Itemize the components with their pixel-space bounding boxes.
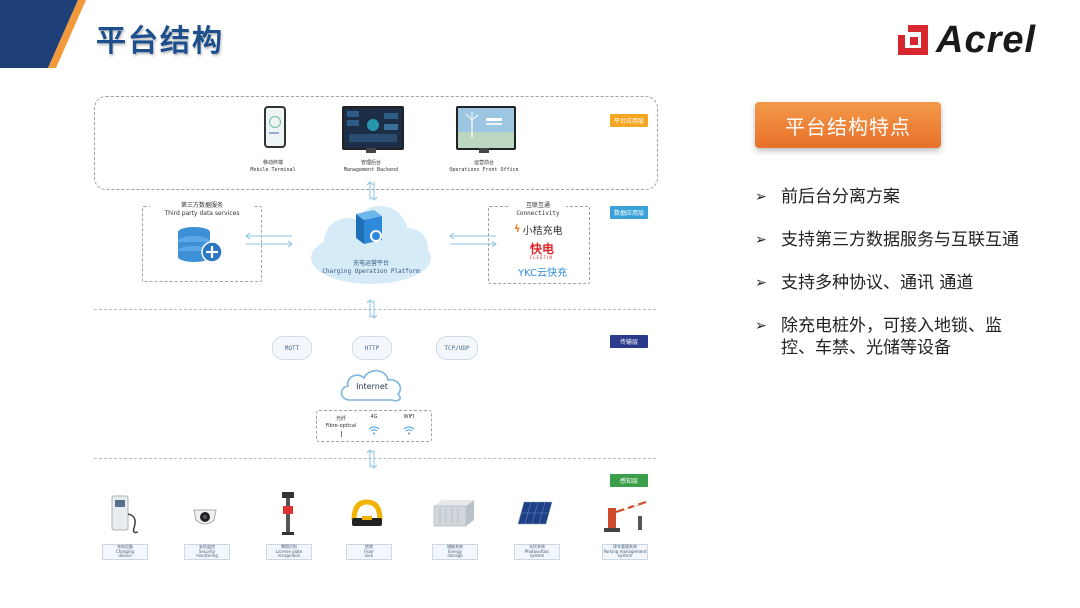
partner-fleetin: FLEETIN	[530, 255, 554, 260]
device-label-security: 安防监控 Security monitoring	[184, 544, 230, 560]
mobile-terminal-icon	[264, 106, 286, 148]
license-plate-camera-icon	[282, 492, 294, 535]
acrel-logo: Acrel	[896, 18, 1037, 61]
feature-item: ➢支持第三方数据服务与互联互通	[755, 230, 1019, 250]
charging-platform-label: 充电运营平台 Charging Operation Platform	[322, 260, 420, 275]
device-label-energy-storage: 储能系统 Energy storage	[432, 544, 478, 560]
layer-tag-perception: 感知层	[610, 474, 648, 487]
wifi-icon	[403, 426, 415, 435]
arrow-bullet-icon: ➢	[755, 275, 767, 291]
wifi-label: WIFI	[403, 414, 415, 420]
partner-kuaidian: 快电	[530, 242, 555, 256]
corner-decoration	[0, 0, 86, 68]
arrow-bullet-icon: ➢	[755, 232, 767, 248]
energy-storage-icon	[433, 500, 474, 527]
security-camera-icon	[193, 509, 217, 525]
mobile-terminal-label: 移动终端 Mobile Terminal	[250, 160, 296, 173]
internet-cloud	[340, 369, 402, 402]
feature-item: ➢除充电桩外，可接入地锁、监控、车禁、光储等设备	[755, 316, 1002, 358]
partner-xiaoju: ϟ 小桔充电	[514, 224, 563, 237]
wifi-icon	[368, 426, 380, 435]
lightning-icon: ϟ	[514, 224, 521, 235]
device-label-license-plate: 牌照识别 License plate recognition	[266, 544, 312, 560]
arrow-up-down-icon	[366, 449, 378, 469]
feature-item: ➢支持多种协议、通讯 通道	[755, 273, 974, 293]
layer-separator	[94, 309, 656, 310]
arrow-up-down-icon	[366, 299, 378, 319]
network-channels-box	[316, 410, 432, 442]
internet-label: Internet	[356, 382, 388, 391]
operations-front-office-icon	[456, 106, 516, 150]
device-label-floor-lock: 地锁 Floor lock	[346, 544, 392, 560]
arrow-up-down-icon	[366, 181, 378, 201]
layer-tag-transport: 传输层	[610, 335, 648, 348]
device-label-charging: 充电设备 Charging device	[102, 544, 148, 560]
connectivity-label: 互联互通 Connectivity	[510, 202, 566, 218]
solar-panel-icon	[517, 501, 553, 525]
management-backend-icon	[342, 106, 404, 150]
platform-application-layer	[94, 96, 658, 190]
layer-tag-data: 数据应用层	[610, 206, 648, 219]
operations-front-office-label: 运营前台 Operations Front Office	[449, 160, 519, 173]
charging-device-icon	[111, 495, 139, 534]
platform-architecture-diagram: 平台应用层 移动终端 Mobile Terminal 管理后台 Manageme…	[90, 92, 660, 572]
partner-ykc: YKC云快充	[518, 268, 568, 279]
database-icon	[178, 227, 223, 263]
page-title: 平台结构	[96, 24, 224, 59]
device-label-parking: 停车管理系统 Parking management system	[602, 544, 648, 560]
logo-text: Acrel	[936, 18, 1037, 61]
operations-front-office-stand	[479, 148, 489, 153]
device-label-photovoltaic: 光伏系统 Photovoltaic system	[514, 544, 560, 560]
management-backend-label: 管理后台 Management Backend	[343, 160, 399, 173]
layer-separator	[94, 458, 656, 459]
server-icon	[356, 210, 382, 244]
third-party-data-label: 第三方数据服务 Third party data services	[150, 202, 254, 218]
4g-label: 4G	[370, 414, 378, 420]
feature-item: ➢前后台分离方案	[755, 187, 900, 207]
floor-lock-icon	[351, 499, 383, 526]
features-title: 平台结构特点	[755, 102, 941, 148]
arrow-bullet-icon: ➢	[755, 318, 767, 334]
acrel-logo-icon	[898, 25, 928, 55]
protocol-http: HTTP	[352, 336, 392, 360]
management-backend-stand	[366, 148, 376, 153]
parking-barrier-icon	[604, 500, 647, 532]
layer-tag-application: 平台应用层	[610, 114, 648, 127]
protocol-mqtt: MQTT	[272, 336, 312, 360]
fibre-optical-label: 光纤 Fibre-optical	[324, 416, 358, 437]
features-list: ➢前后台分离方案 ➢支持第三方数据服务与互联互通 ➢支持多种协议、通讯 通道 ➢…	[755, 186, 1055, 380]
protocol-tcp-udp: TCP/UDP	[436, 336, 478, 360]
arrow-left-right-icon	[245, 232, 293, 248]
fibre-line-icon	[340, 431, 342, 437]
arrow-bullet-icon: ➢	[755, 189, 767, 205]
